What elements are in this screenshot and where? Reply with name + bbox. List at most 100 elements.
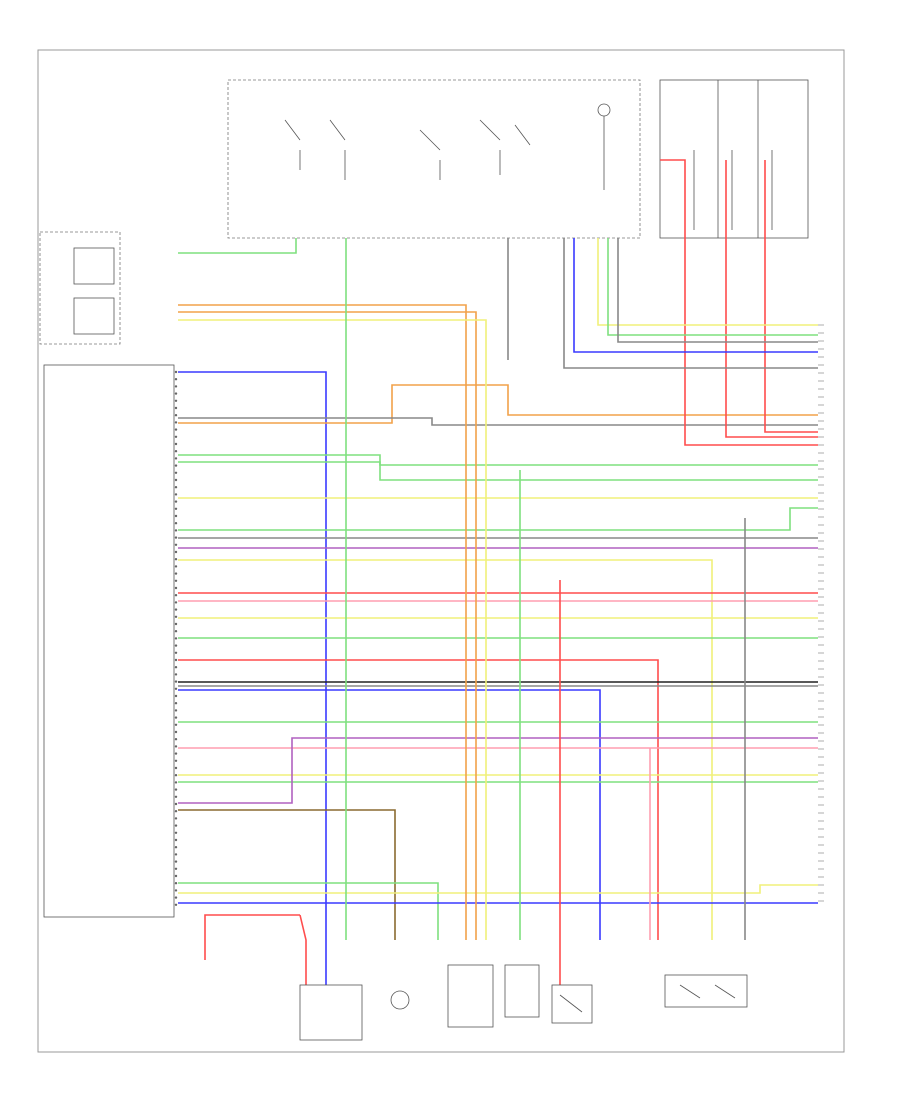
connector-pin: [174, 406, 178, 410]
module-pins: [174, 324, 824, 906]
connector-pin: [174, 414, 178, 417]
sensor-group-outline: [39, 231, 121, 345]
connector-pin: [174, 752, 178, 755]
wire-13: [178, 559, 713, 940]
connector-pin: [174, 464, 178, 467]
connector-pin: [174, 903, 178, 906]
connector-pin: [174, 608, 178, 611]
connector-pin: [174, 694, 178, 698]
connector-pin: [174, 558, 178, 561]
connector-pin: [174, 399, 178, 402]
connector-pin: [174, 442, 178, 446]
wire-26: [178, 737, 818, 804]
wire-43: [617, 238, 818, 343]
connector-pin: [174, 421, 178, 424]
connector-pin: [174, 486, 178, 489]
connector-pin: [174, 810, 178, 813]
connector-pin: [174, 723, 178, 726]
wire-29: [178, 884, 818, 894]
connector-pin: [174, 781, 178, 784]
connector-pin: [174, 637, 178, 640]
connector-pin: [174, 572, 178, 575]
connector-pin: [174, 730, 178, 734]
connector-pin: [174, 680, 178, 683]
connector-pin: [174, 788, 178, 791]
engine-bay-enclosure: [227, 79, 641, 239]
connector-pin: [174, 450, 178, 453]
connector-pin: [174, 673, 178, 676]
control-module-outline: [43, 364, 175, 918]
connector-pin: [174, 428, 178, 431]
connector-pin: [174, 702, 178, 705]
wire-28: [178, 882, 439, 940]
connector-pin: [174, 651, 178, 654]
connector-pin: [174, 529, 178, 532]
connector-pin: [174, 658, 178, 662]
connector-pin: [174, 846, 178, 849]
connector-pin: [174, 457, 178, 460]
connector-pin: [174, 759, 178, 762]
connector-pin: [174, 536, 178, 539]
connector-pin: [174, 867, 178, 870]
wire-1: [178, 371, 327, 985]
connector-pin: [174, 882, 178, 885]
connector-pin: [174, 874, 178, 878]
wire-27: [178, 809, 396, 940]
sensor-box-left-2: [73, 297, 115, 335]
connector-pin: [174, 860, 178, 863]
connector-pin: [174, 766, 178, 770]
connector-pin: [174, 435, 178, 438]
wire-42: [607, 238, 818, 336]
wire-8: [178, 461, 818, 481]
connector-pin: [174, 838, 178, 842]
wire-5: [725, 160, 818, 438]
connector-pin: [174, 550, 178, 554]
connector-pin: [174, 687, 178, 690]
wire-4: [660, 159, 818, 446]
wire-18: [178, 659, 659, 940]
connector-pin: [174, 630, 178, 633]
connector-pin: [174, 615, 178, 618]
connector-pin: [174, 601, 178, 604]
connector-pin: [174, 795, 178, 798]
connector-pin: [174, 478, 178, 482]
wire-20: [178, 689, 601, 940]
connector-pin: [174, 543, 178, 546]
wire-35: [178, 311, 477, 940]
wire-7: [178, 454, 818, 466]
connector-pin: [174, 522, 178, 525]
wire-40: [573, 238, 818, 353]
connector-pin: [174, 824, 178, 827]
wire-34: [178, 304, 467, 940]
connector-pin: [174, 774, 178, 777]
wire-39: [563, 238, 818, 369]
wire-2: [178, 384, 818, 424]
diagram-border: [37, 49, 845, 1053]
connector-pin: [174, 709, 178, 712]
connector-pin: [174, 500, 178, 503]
connector-pin: [174, 471, 178, 474]
connector-pin: [174, 514, 178, 518]
connector-pin: [174, 666, 178, 669]
connector-pin: [174, 579, 178, 582]
wire-33: [178, 238, 297, 254]
connector-pin: [174, 831, 178, 834]
connector-pin: [174, 889, 178, 892]
connector-pin: [174, 493, 178, 496]
wire-36: [178, 319, 487, 940]
connector-pin: [174, 392, 178, 395]
wire-32: [299, 914, 307, 985]
wire-6: [764, 160, 818, 433]
connector-pin: [174, 378, 178, 381]
connector-pin: [174, 594, 178, 597]
connector-pin: [174, 644, 178, 647]
connector-pin: [174, 586, 178, 590]
sensor-box-left-1: [73, 247, 115, 285]
connector-pin: [174, 370, 178, 374]
connector-pin: [174, 745, 178, 748]
connector-pin: [174, 802, 178, 806]
connector-pin: [174, 385, 178, 388]
connector-pin: [174, 507, 178, 510]
wire-3: [178, 417, 818, 426]
